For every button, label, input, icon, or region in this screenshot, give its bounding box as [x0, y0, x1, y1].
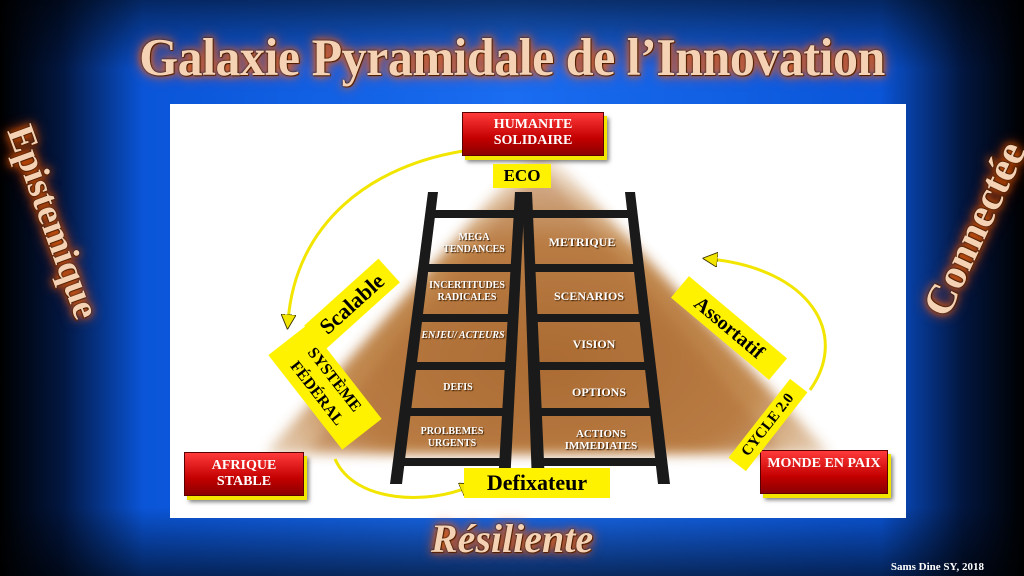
diagram-panel: MEGA TENDANCES INCERTITUDES RADICALES EN…	[170, 104, 906, 518]
rung-left-5: PROLBEMES URGENTS	[420, 426, 484, 449]
arrow-right-cycle	[710, 259, 827, 391]
page-title: Galaxie Pyramidale de l’Innovation	[139, 27, 885, 87]
arrow-top-left	[288, 148, 471, 322]
box-afrique-stable: AFRIQUE STABLE	[184, 452, 304, 496]
box-humanite-solidaire: HUMANITE SOLIDAIRE	[462, 112, 604, 156]
box-monde-en-paix: MONDE EN PAIX	[760, 450, 888, 494]
diagram-canvas	[265, 144, 830, 499]
bottom-label: Résiliente	[430, 516, 594, 561]
rung-right-3: VISION	[572, 337, 616, 351]
rung-left-1: MEGA TENDANCES	[443, 232, 505, 255]
right-ladder	[522, 192, 670, 484]
left-ladder	[390, 192, 525, 484]
box-eco: ECO	[493, 164, 551, 188]
rung-left-4: DEFIS	[443, 382, 473, 393]
box-defixateur: Defixateur	[464, 468, 610, 498]
credit-text: Sams Dine SY, 2018	[890, 561, 984, 573]
rung-left-2: INCERTITUDES RADICALES	[429, 280, 505, 303]
rung-right-5: ACTIONS IMMEDIATES	[564, 428, 638, 452]
rung-right-4: OPTIONS	[571, 385, 626, 399]
rung-right-1: METRIQUE	[548, 235, 616, 249]
rung-right-2: SCENARIOS	[553, 289, 625, 303]
arrow-bottom-left	[333, 458, 468, 499]
rung-left-3: ENJEU/ ACTEURS	[421, 330, 505, 341]
